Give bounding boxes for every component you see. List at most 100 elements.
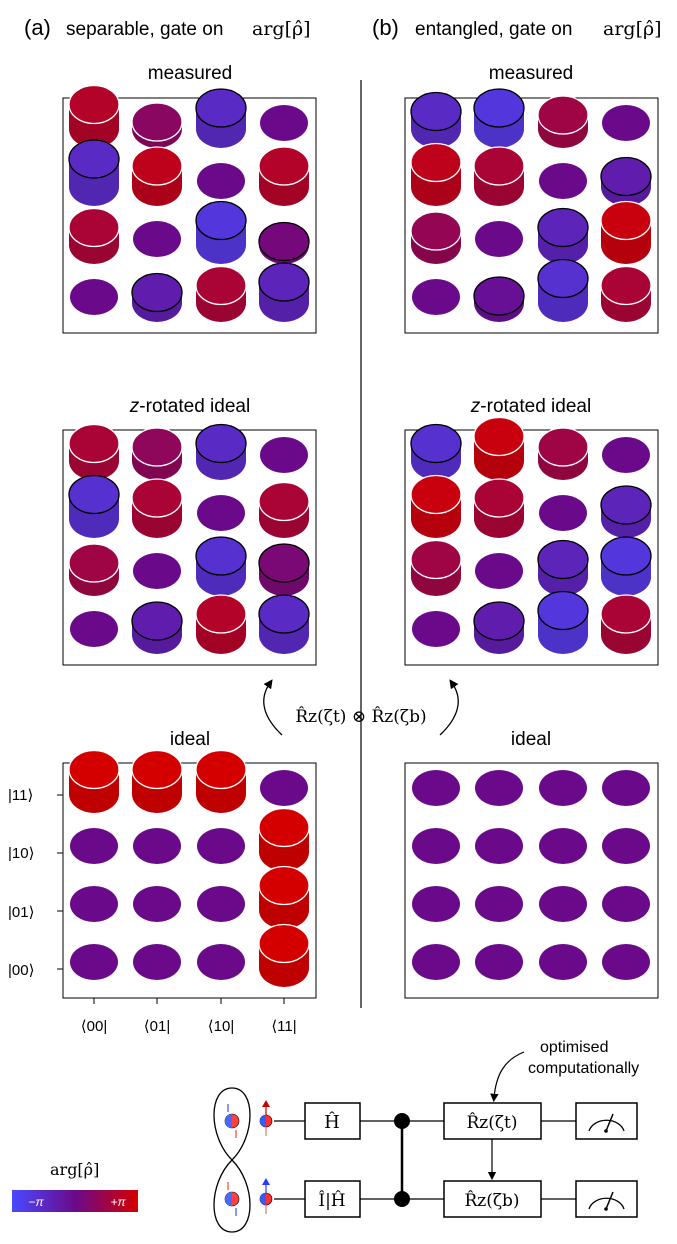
heatmap-bar: [475, 770, 523, 806]
heatmap-bar: [131, 749, 183, 813]
bar-cap: [258, 481, 310, 522]
heatmap-bar: [260, 437, 308, 473]
colorbar: [12, 1190, 138, 1212]
gate-ih: [304, 1180, 361, 1218]
heatmap-b-rotated: [410, 416, 652, 654]
heatmap-a-measured: [68, 84, 310, 322]
heatmap-bar: [412, 944, 460, 980]
heatmap-bar: [602, 944, 650, 980]
meter-top-icon: [575, 1102, 638, 1140]
heatmap-bar: [412, 828, 460, 864]
bar-flat: [133, 221, 181, 257]
heatmap-bar: [197, 886, 245, 922]
heatmap-bar: [258, 923, 310, 987]
bar-flat: [197, 944, 245, 980]
heatmap-bar: [473, 276, 525, 322]
bar-flat: [70, 279, 118, 315]
bar-flat: [70, 886, 118, 922]
frame-b-ideal: [404, 762, 659, 999]
bar-cap: [131, 272, 183, 313]
bar-cap: [131, 749, 183, 790]
bar-flat: [133, 886, 181, 922]
bar-flat: [70, 944, 118, 980]
heatmap-bar: [133, 221, 181, 257]
bar-cap: [258, 807, 310, 848]
bar-cap: [131, 146, 183, 186]
heatmap-bar: [133, 828, 181, 864]
heatmap-bar: [195, 88, 247, 148]
rotation-arrow-right: [439, 679, 459, 736]
bar-flat: [412, 611, 460, 647]
bar-cap: [410, 211, 462, 251]
bar-cap: [258, 221, 310, 262]
title-b-ideal: ideal: [511, 729, 551, 750]
heatmap-bar: [600, 156, 652, 206]
bar-cap: [195, 423, 247, 464]
gate-h-label: Ĥ: [324, 1110, 340, 1133]
heatmap-b-measured: [410, 88, 652, 322]
heatmap-bar: [539, 770, 587, 806]
heatmap-bar: [600, 536, 652, 596]
panel-b-arg: arg[ρ̂]: [603, 18, 662, 40]
heatmap-bar: [258, 594, 310, 654]
bar-cap: [537, 207, 589, 248]
bar-cap: [68, 474, 120, 515]
title-b-measured: measured: [489, 63, 574, 84]
heatmap-bar: [68, 207, 120, 264]
bar-flat: [539, 886, 587, 922]
gate-h: [304, 1102, 361, 1140]
heatmap-bar: [537, 95, 589, 148]
spin-bottom-icon: [259, 1178, 273, 1214]
colorbar-min: −π: [28, 1195, 44, 1209]
bar-cap: [258, 594, 310, 634]
heatmap-bar: [412, 886, 460, 922]
control-dot-top: [394, 1113, 410, 1129]
panel-a-title: separable, gate on: [66, 19, 223, 40]
bar-flat: [475, 886, 523, 922]
bar-cap: [131, 427, 183, 467]
heatmap-bar: [475, 221, 523, 257]
heatmap-bar: [539, 886, 587, 922]
title-a-rotated: z-rotated ideal: [129, 396, 250, 417]
heatmap-bar: [473, 88, 525, 148]
bar-cap: [600, 485, 652, 525]
qubit-bottom-icon: [224, 1182, 240, 1216]
annotation-line-1: optimised: [540, 1039, 608, 1056]
heatmap-bar: [133, 553, 181, 589]
gate-rz-bottom: [443, 1180, 542, 1218]
heatmap-bar: [131, 427, 183, 480]
bar-cap: [258, 146, 310, 186]
bar-cap: [131, 102, 183, 142]
heatmap-bar: [602, 828, 650, 864]
bar-flat: [260, 437, 308, 473]
bar-flat: [133, 553, 181, 589]
heatmap-bar: [475, 553, 523, 589]
heatmap-bar: [475, 886, 523, 922]
heatmap-bar: [195, 265, 247, 322]
bar-flat: [539, 495, 587, 531]
annotation-line-2: computationally: [528, 1060, 639, 1077]
heatmap-bar: [68, 543, 120, 596]
bar-cap: [600, 200, 652, 241]
colorbar-label: arg[ρ̂]: [50, 1160, 99, 1179]
qubit-top-icon: [224, 1104, 240, 1138]
panel-a-letter: (a): [24, 15, 51, 40]
heatmap-bar: [258, 865, 310, 929]
bar-flat: [197, 495, 245, 531]
bar-cap: [410, 423, 462, 464]
bar-cap: [195, 200, 247, 241]
bar-cap: [410, 142, 462, 183]
heatmap-bar: [131, 146, 183, 206]
row-label-01: |01⟩: [8, 904, 34, 921]
heatmap-bar: [475, 828, 523, 864]
bar-cap: [68, 207, 120, 248]
panel-a-arg: arg[ρ̂]: [252, 18, 311, 40]
heatmap-bar: [258, 146, 310, 206]
heatmap-bar: [68, 474, 120, 538]
heatmap-bar: [539, 495, 587, 531]
bar-flat: [412, 886, 460, 922]
heatmap-bar: [195, 749, 247, 813]
frame-a-rotated: [62, 429, 317, 666]
heatmap-bar: [195, 594, 247, 654]
bar-cap: [600, 594, 652, 634]
